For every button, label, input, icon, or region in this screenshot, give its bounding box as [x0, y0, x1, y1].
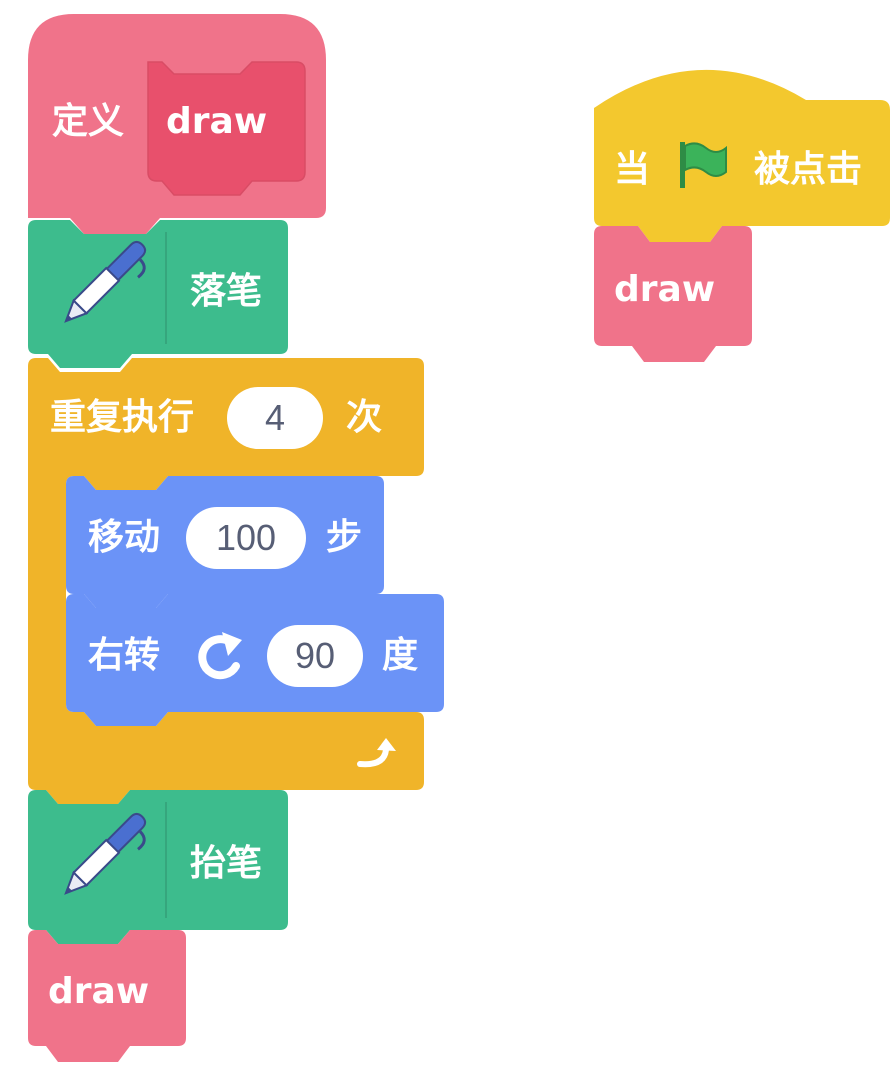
repeat-prefix-label: 重复执行: [50, 397, 195, 438]
repeat-suffix-label: 次: [346, 397, 383, 438]
repeat-count-input[interactable]: 4: [227, 387, 323, 449]
hat-prefix-label: 当: [614, 149, 651, 190]
turn-right-block[interactable]: [66, 594, 444, 726]
repeat-block[interactable]: [28, 358, 424, 804]
draw-call-label: draw: [614, 269, 716, 310]
when-flag-clicked-block[interactable]: [594, 69, 890, 242]
pen-up-block[interactable]: [28, 790, 288, 944]
move-suffix-label: 步: [326, 517, 363, 558]
pen-up-label: 抬笔: [190, 843, 263, 884]
pen-icon: [64, 812, 147, 895]
green-flag-icon: [680, 142, 727, 188]
pen-icon: [64, 240, 147, 323]
turn-degrees-input[interactable]: 90: [267, 625, 363, 687]
define-prototype-slot[interactable]: [147, 61, 306, 196]
pen-down-block[interactable]: [28, 220, 288, 368]
define-keyword: 定义: [52, 101, 125, 142]
move-prefix-label: 移动: [88, 517, 161, 558]
rotate-right-icon: [198, 632, 242, 680]
loop-arrow-icon: [357, 738, 396, 768]
hat-suffix-label: 被点击: [754, 149, 863, 190]
move-steps-input[interactable]: 100: [186, 507, 306, 569]
draw-call-label: draw: [48, 971, 150, 1012]
turn-prefix-label: 右转: [88, 635, 161, 676]
draw-call-block[interactable]: [28, 930, 186, 1062]
define-name-label[interactable]: draw: [166, 101, 268, 142]
draw-call-block[interactable]: [594, 226, 752, 362]
turn-suffix-label: 度: [382, 635, 419, 676]
pen-down-label: 落笔: [190, 271, 263, 312]
